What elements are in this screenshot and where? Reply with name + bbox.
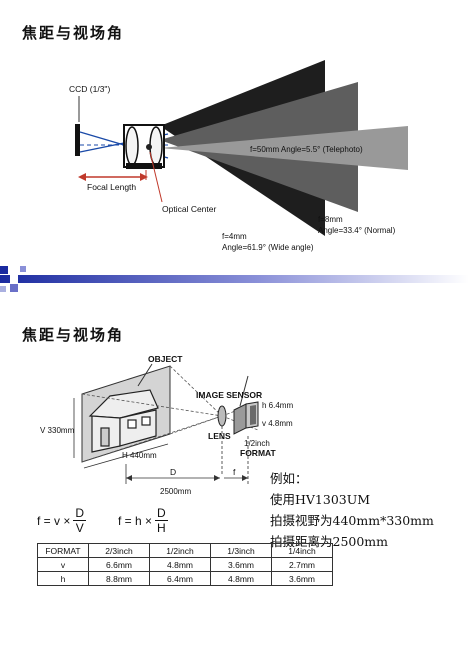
v-object-label: V 330mm (40, 426, 75, 435)
table-row: v 6.6mm 4.8mm 3.6mm 2.7mm (37, 557, 333, 572)
fraction: D V (73, 506, 87, 535)
table-header-row: FORMAT 2/3inch 1/2inch 1/3inch 1/4inch (37, 543, 333, 558)
f-label: f (233, 467, 236, 477)
h-object-label: H 440mm (122, 451, 157, 460)
slide-field-of-view-calc: 焦距与视场角 (0, 318, 469, 645)
optical-center-leader (149, 151, 163, 203)
format-table: FORMAT 2/3inch 1/2inch 1/3inch 1/4inch v… (37, 543, 333, 586)
wide-f-label: f=4mm (222, 232, 247, 241)
table-cell: h (37, 571, 89, 586)
object-label: OBJECT (148, 354, 183, 364)
table-row: h 8.8mm 6.4mm 4.8mm 3.6mm (37, 571, 333, 586)
table-header-cell: 1/2inch (149, 543, 211, 558)
image-sensor-label: IMAGE SENSOR (196, 390, 262, 400)
projection-rays (81, 365, 259, 463)
focal-length-label: Focal Length (87, 182, 136, 192)
fraction: D H (155, 506, 168, 535)
table-cell: 4.8mm (149, 557, 211, 572)
image-sensor-icon (233, 401, 259, 435)
table-header-cell: FORMAT (37, 543, 89, 558)
table-header-cell: 1/3inch (210, 543, 272, 558)
normal-angle-label: Angle=33.4° (Normal) (318, 226, 396, 235)
example-heading: 例如： (270, 471, 308, 486)
table-cell: 6.4mm (149, 571, 211, 586)
house-icon (88, 389, 159, 453)
table-header-cell: 2/3inch (88, 543, 150, 558)
slide-focal-length-angle: 焦距与视场角 CCD (1/3") Focal Leng (0, 0, 469, 318)
formula-vertical: f = v × D V (37, 506, 87, 535)
telephoto-label: f=50mm Angle=5.5° (Telephoto) (250, 145, 363, 154)
ccd-sensor (75, 124, 80, 156)
table-header-cell: 1/4inch (271, 543, 333, 558)
formula-horizontal: f = h × D H (118, 506, 168, 535)
table-cell: 4.8mm (210, 571, 272, 586)
wide-angle-label: Angle=61.9° (Wide angle) (222, 243, 314, 252)
v-sensor-label: v 4.8mm (262, 419, 293, 428)
optical-center-label: Optical Center (162, 204, 216, 214)
slide-title: 焦距与视场角 (22, 24, 125, 42)
distance-label: 2500mm (160, 487, 191, 496)
format-label: FORMAT (240, 448, 277, 458)
lens-label: LENS (208, 431, 231, 441)
normal-f-label: f=8mm (318, 215, 343, 224)
h-sensor-label: h 6.4mm (262, 401, 293, 410)
table-cell: 2.7mm (271, 557, 333, 572)
d-label: D (170, 467, 176, 477)
lens-icon (123, 124, 165, 169)
h-dimension (83, 443, 169, 469)
sensor-size-label: 1/2inch (244, 439, 270, 448)
slide-divider-bar (0, 266, 469, 292)
table-cell: v (37, 557, 89, 572)
table-cell: 6.6mm (88, 557, 150, 572)
table-cell: 8.8mm (88, 571, 150, 586)
ccd-label: CCD (1/3") (69, 84, 110, 94)
field-of-view-diagram: CCD (1/3") Focal Length Optical Center f… (69, 60, 408, 252)
example-field-of-view: 拍摄视野为440mm*330mm (270, 513, 434, 528)
lens-icon (217, 405, 227, 427)
table-cell: 3.6mm (271, 571, 333, 586)
table-cell: 3.6mm (210, 557, 272, 572)
object-lens-sensor-diagram: OBJECT IMAGE SENSOR LENS V 330mm H 440mm… (40, 354, 293, 496)
telephoto-cone (160, 126, 408, 170)
slide-title: 焦距与视场角 (22, 326, 125, 344)
example-camera: 使用HV1303UM (270, 492, 371, 507)
example-text: 例如： 使用HV1303UM 拍摄视野为440mm*330mm 拍摄距离为250… (270, 468, 434, 552)
